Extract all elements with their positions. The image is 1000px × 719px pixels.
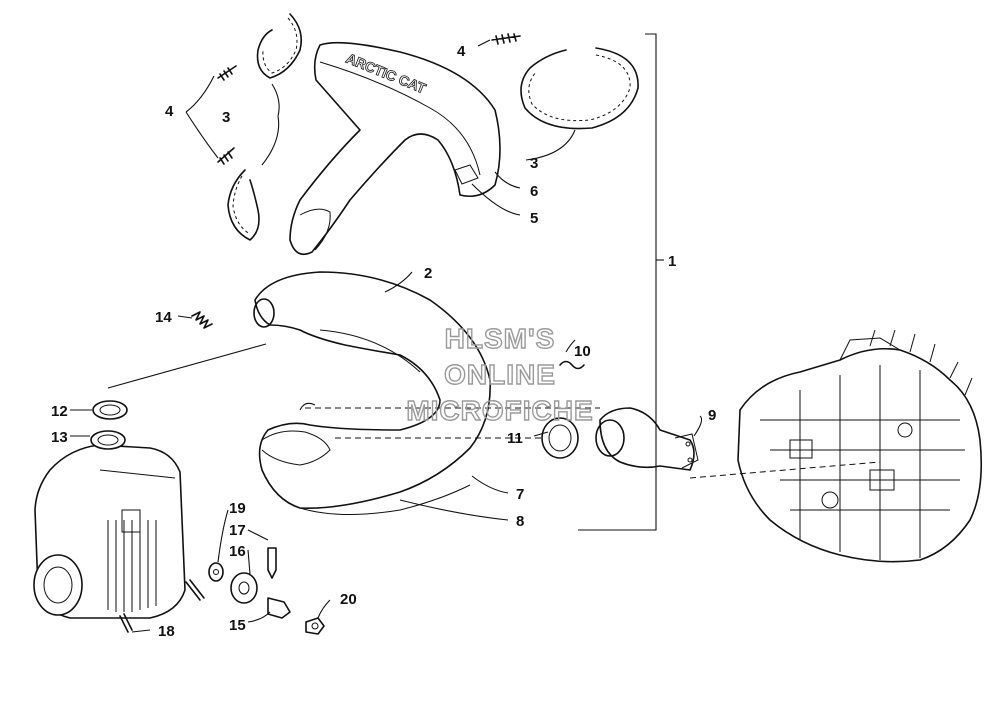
callout-15: 15 (229, 617, 246, 634)
spring-upper-left (256, 13, 303, 79)
ring-spring (520, 47, 639, 130)
callout-5: 5 (530, 210, 538, 227)
small-spring-left-lower (217, 147, 235, 165)
small-spring-left-upper (217, 65, 237, 81)
callout-7: 7 (516, 486, 524, 503)
watermark-line-2: ONLINE (444, 359, 556, 390)
callout-4-top: 4 (457, 43, 466, 60)
grommet (230, 572, 258, 604)
callout-9: 9 (708, 407, 716, 424)
watermark: HLSM'S ONLINE MICROFICHE (406, 322, 594, 426)
small-spring-top (491, 33, 521, 45)
callout-17: 17 (229, 522, 246, 539)
spring-small-10 (559, 360, 585, 370)
callout-1: 1 (668, 253, 676, 270)
callout-3-right: 3 (530, 155, 538, 172)
callout-13: 13 (51, 429, 68, 446)
callout-20: 20 (340, 591, 357, 608)
nut (305, 617, 325, 635)
spring-lower-left (227, 169, 260, 241)
callout-18: 18 (158, 623, 175, 640)
watermark-line-1: HLSM'S (445, 323, 556, 354)
expansion-chamber (253, 271, 491, 516)
muffler (33, 430, 186, 619)
callout-11: 11 (507, 430, 523, 447)
spring-14 (191, 311, 213, 329)
spacer-bolt (267, 597, 291, 619)
callout-16: 16 (229, 543, 246, 560)
exhaust-manifold (595, 407, 699, 471)
washer (208, 562, 224, 582)
callout-2: 2 (424, 265, 432, 282)
callout-6: 6 (530, 183, 538, 200)
callout-3-left: 3 (222, 109, 230, 126)
callout-8: 8 (516, 513, 524, 530)
engine-block (737, 329, 983, 563)
heat-shield: ARCTIC CAT (289, 41, 501, 256)
studs (119, 579, 205, 633)
assembly-lines (107, 343, 881, 479)
watermark-line-3: MICROFICHE (406, 395, 593, 426)
pin (267, 547, 277, 579)
callout-labels: 1 2 3 3 4 4 5 6 7 8 9 10 11 12 13 14 15 … (51, 43, 716, 640)
callout-14: 14 (155, 309, 172, 326)
callout-4-left: 4 (165, 103, 174, 120)
callout-19: 19 (229, 500, 246, 517)
muffler-gasket (92, 400, 128, 420)
callout-12: 12 (51, 403, 68, 420)
leader-lines (70, 33, 703, 633)
gasket-ring (541, 417, 579, 459)
callout-10: 10 (574, 343, 591, 360)
